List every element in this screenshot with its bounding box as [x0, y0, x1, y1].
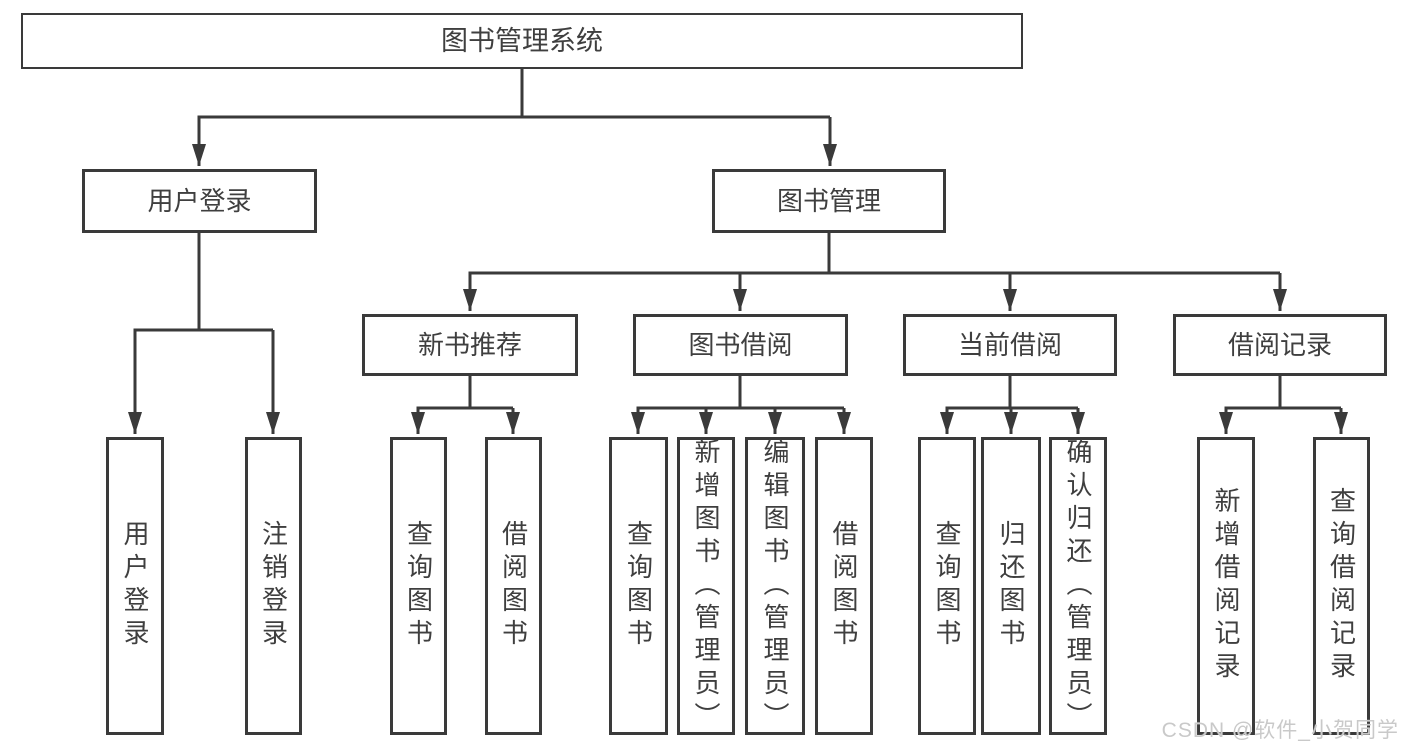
leaf-query-books-current: 查询图书 — [918, 437, 976, 735]
node-new-book-recommend-label: 新书推荐 — [417, 330, 522, 360]
node-book-borrow-label: 图书借阅 — [688, 330, 793, 360]
node-root: 图书管理系统 — [21, 13, 1023, 69]
node-book-management-label: 图书管理 — [776, 186, 881, 216]
node-user-login: 用户登录 — [82, 169, 317, 233]
leaf-add-borrow-record: 新增借阅记录 — [1197, 437, 1255, 735]
leaf-return-books: 归还图书 — [981, 437, 1041, 735]
leaf-query-books-borrow: 查询图书 — [609, 437, 668, 735]
leaf-confirm-return-admin: 确认归还（管理员） — [1049, 437, 1107, 735]
leaf-user-login-label: 用户登录 — [120, 520, 150, 652]
leaf-logout-label: 注销登录 — [258, 520, 289, 652]
leaf-borrow-books-recommend-label: 借阅图书 — [498, 520, 529, 652]
leaf-edit-books-admin-label: 编辑图书（管理员） — [760, 437, 790, 735]
leaf-borrow-books: 借阅图书 — [815, 437, 873, 735]
csdn-watermark: CSDN @软件_小贺同学 — [1161, 719, 1399, 742]
leaf-query-books-current-label: 查询图书 — [932, 520, 962, 652]
leaf-confirm-return-admin-label: 确认归还（管理员） — [1063, 437, 1093, 735]
node-borrow-records: 借阅记录 — [1173, 314, 1387, 376]
leaf-query-books-recommend-label: 查询图书 — [403, 520, 434, 652]
node-borrow-records-label: 借阅记录 — [1227, 330, 1332, 360]
leaf-query-books-recommend: 查询图书 — [390, 437, 447, 735]
leaf-query-borrow-record: 查询借阅记录 — [1313, 437, 1370, 735]
leaf-borrow-books-label: 借阅图书 — [829, 520, 859, 652]
node-current-borrow: 当前借阅 — [903, 314, 1117, 376]
leaf-add-books-admin: 新增图书（管理员） — [677, 437, 735, 735]
leaf-return-books-label: 归还图书 — [996, 520, 1026, 652]
leaf-query-books-borrow-label: 查询图书 — [623, 520, 654, 652]
node-root-label: 图书管理系统 — [441, 25, 603, 56]
node-new-book-recommend: 新书推荐 — [362, 314, 578, 376]
node-user-login-label: 用户登录 — [147, 186, 252, 216]
node-book-borrow: 图书借阅 — [633, 314, 848, 376]
node-book-management: 图书管理 — [712, 169, 946, 233]
leaf-add-borrow-record-label: 新增借阅记录 — [1211, 487, 1241, 685]
leaf-logout: 注销登录 — [245, 437, 302, 735]
leaf-query-borrow-record-label: 查询借阅记录 — [1326, 487, 1357, 685]
node-current-borrow-label: 当前借阅 — [957, 330, 1062, 360]
leaf-borrow-books-recommend: 借阅图书 — [485, 437, 542, 735]
leaf-add-books-admin-label: 新增图书（管理员） — [691, 437, 721, 735]
leaf-edit-books-admin: 编辑图书（管理员） — [745, 437, 805, 735]
leaf-user-login: 用户登录 — [106, 437, 164, 735]
